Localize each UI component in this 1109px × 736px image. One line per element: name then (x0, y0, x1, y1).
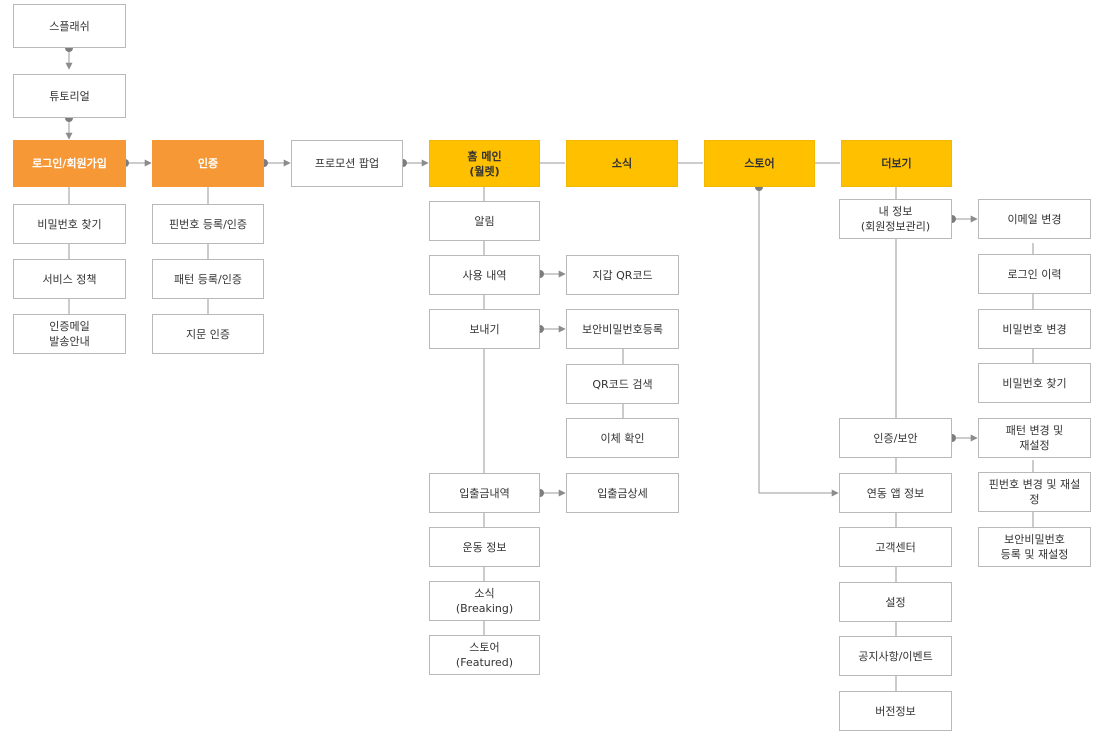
node-tutorial[interactable]: 튜토리얼 (13, 74, 126, 118)
node-customer-center[interactable]: 고객센터 (839, 527, 952, 567)
node-alarm[interactable]: 알림 (429, 201, 540, 241)
node-security-pw-register[interactable]: 보안비밀번호등록 (566, 309, 679, 349)
node-pattern-register[interactable]: 패턴 등록/인증 (152, 259, 264, 299)
node-transfer-confirm[interactable]: 이체 확인 (566, 418, 679, 458)
node-usage-history[interactable]: 사용 내역 (429, 255, 540, 295)
node-service-policy[interactable]: 서비스 정책 (13, 259, 126, 299)
node-promo-popup[interactable]: 프로모션 팝업 (291, 140, 403, 187)
node-email-change[interactable]: 이메일 변경 (978, 199, 1091, 239)
node-home[interactable]: 홈 메인 (월렛) (429, 140, 540, 187)
node-fingerprint[interactable]: 지문 인증 (152, 314, 264, 354)
node-auth-mail[interactable]: 인증메일 발송안내 (13, 314, 126, 354)
node-pattern-change[interactable]: 패턴 변경 및 재설정 (978, 418, 1091, 458)
node-deposit-history[interactable]: 입출금내역 (429, 473, 540, 513)
node-news[interactable]: 소식 (566, 140, 678, 187)
node-more[interactable]: 더보기 (841, 140, 952, 187)
node-pin-register[interactable]: 핀번호 등록/인증 (152, 204, 264, 244)
node-linked-app-info[interactable]: 연동 앱 정보 (839, 473, 952, 513)
node-auth-security[interactable]: 인증/보안 (839, 418, 952, 458)
node-auth[interactable]: 인증 (152, 140, 264, 187)
node-notice-event[interactable]: 공지사항/이벤트 (839, 636, 952, 676)
node-deposit-detail[interactable]: 입출금상세 (566, 473, 679, 513)
node-store-featured[interactable]: 스토어 (Featured) (429, 635, 540, 675)
node-exercise-info[interactable]: 운동 정보 (429, 527, 540, 567)
node-settings[interactable]: 설정 (839, 582, 952, 622)
node-send[interactable]: 보내기 (429, 309, 540, 349)
node-qr-search[interactable]: QR코드 검색 (566, 364, 679, 404)
node-find-password[interactable]: 비밀번호 찾기 (13, 204, 126, 244)
node-password-change[interactable]: 비밀번호 변경 (978, 309, 1091, 349)
node-splash[interactable]: 스플래쉬 (13, 4, 126, 48)
node-password-find[interactable]: 비밀번호 찾기 (978, 363, 1091, 403)
node-security-pw-reset[interactable]: 보안비밀번호 등록 및 재설정 (978, 527, 1091, 567)
node-pin-change[interactable]: 핀번호 변경 및 재설 정 (978, 472, 1091, 512)
node-my-info[interactable]: 내 정보 (회원정보관리) (839, 199, 952, 239)
node-store[interactable]: 스토어 (704, 140, 815, 187)
node-version-info[interactable]: 버전정보 (839, 691, 952, 731)
node-wallet-qr[interactable]: 지갑 QR코드 (566, 255, 679, 295)
node-login-history[interactable]: 로그인 이력 (978, 254, 1091, 294)
node-news-breaking[interactable]: 소식 (Breaking) (429, 581, 540, 621)
line-store-linked (758, 187, 839, 497)
node-login[interactable]: 로그인/회원가입 (13, 140, 126, 187)
